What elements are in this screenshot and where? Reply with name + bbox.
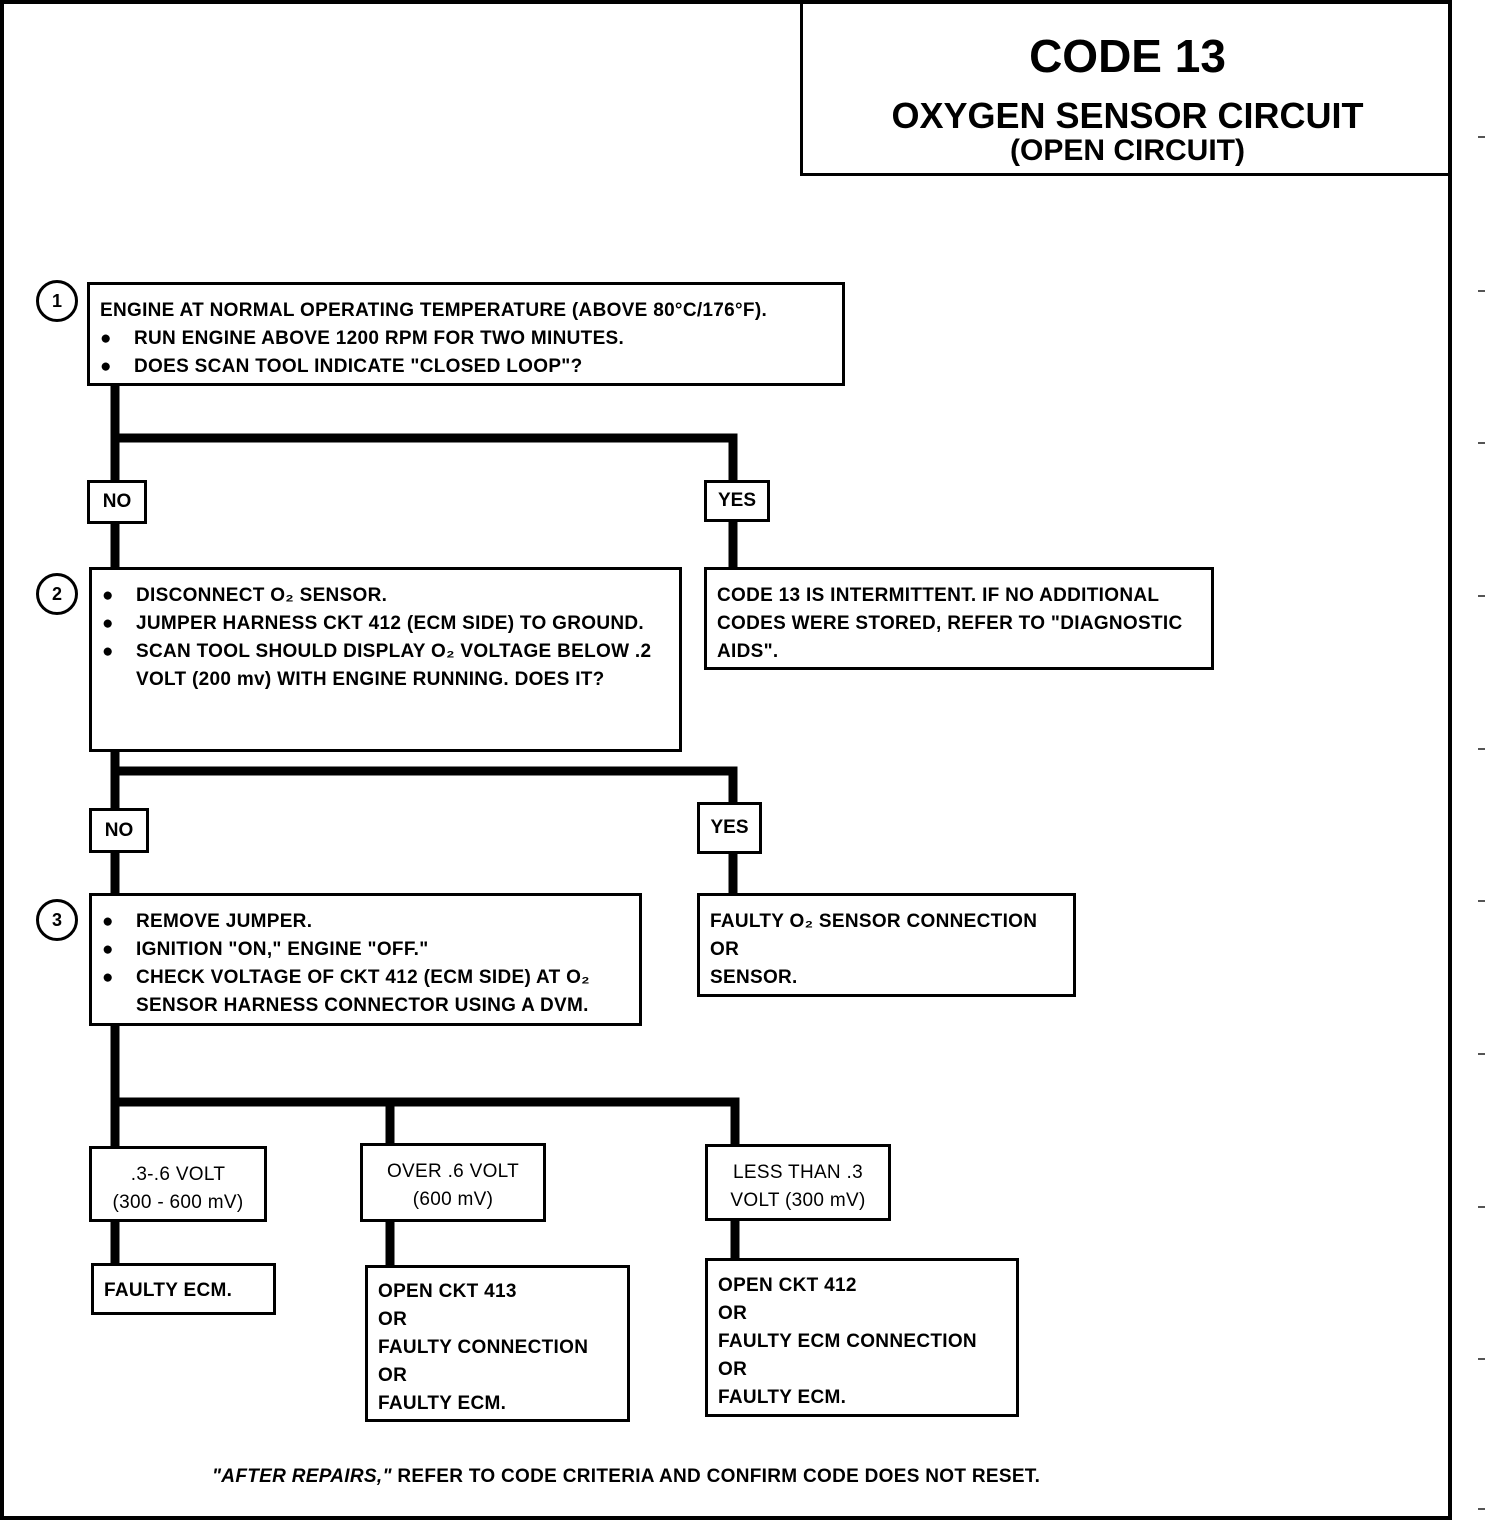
code-title: CODE 13 (1029, 30, 1226, 82)
step-3-line-text: REMOVE JUMPER. (136, 911, 313, 932)
step-number-2: 2 (36, 573, 78, 615)
edge-tick (1478, 442, 1485, 444)
voltage-range-label: .3-.6 VOLT (300 - 600 mV) (89, 1146, 267, 1222)
footer-emphasis: "AFTER REPAIRS," (212, 1466, 392, 1487)
edge-tick (1478, 748, 1485, 750)
step-2-line-text: DISCONNECT O₂ SENSOR. (136, 585, 388, 606)
step-1-box: ENGINE AT NORMAL OPERATING TEMPERATURE (… (87, 282, 845, 386)
step-3-line-text: IGNITION "ON," ENGINE "OFF." (136, 939, 429, 960)
step-number-1: 1 (36, 280, 78, 322)
edge-tick (1478, 595, 1485, 597)
step-1-line: ENGINE AT NORMAL OPERATING TEMPERATURE (… (100, 297, 832, 325)
bullet: ● (102, 613, 114, 634)
step-3-line: ● IGNITION "ON," ENGINE "OFF." (102, 936, 629, 964)
no-label-2: NO (89, 808, 149, 853)
edge-tick (1478, 290, 1485, 292)
footer-note: "AFTER REPAIRS," REFER TO CODE CRITERIA … (212, 1466, 1040, 1488)
voltage-over-label: OVER .6 VOLT (600 mV) (360, 1143, 546, 1222)
step-1-line: ● RUN ENGINE ABOVE 1200 RPM FOR TWO MINUT… (100, 325, 832, 353)
result-open-ckt-412: OPEN CKT 412 OR FAULTY ECM CONNECTION OR… (705, 1258, 1019, 1417)
step-3-line: ● REMOVE JUMPER. (102, 908, 629, 936)
step-1-line-text: ENGINE AT NORMAL OPERATING TEMPERATURE (… (100, 300, 768, 321)
edge-tick (1478, 900, 1485, 902)
step-1-line: ● DOES SCAN TOOL INDICATE "CLOSED LOOP"? (100, 353, 832, 381)
step-2-line: ● DISCONNECT O₂ SENSOR. (102, 582, 669, 610)
step-3-line: ● CHECK VOLTAGE OF CKT 412 (ECM SIDE) AT … (102, 964, 629, 1020)
bullet: ● (100, 328, 112, 349)
result-faulty-sensor: FAULTY O₂ SENSOR CONNECTION OR SENSOR. (697, 893, 1076, 997)
yes-label-1: YES (704, 480, 770, 522)
step-3-box: ● REMOVE JUMPER. ● IGNITION "ON," ENGINE "… (89, 893, 642, 1026)
step-2-line: ● JUMPER HARNESS CKT 412 (ECM SIDE) TO GR… (102, 610, 669, 638)
page-frame (0, 0, 1452, 1520)
edge-tick (1478, 1053, 1485, 1055)
step-1-line-text: DOES SCAN TOOL INDICATE "CLOSED LOOP"? (134, 356, 583, 377)
step-2-line: ● SCAN TOOL SHOULD DISPLAY O₂ VOLTAGE BEL… (102, 638, 669, 694)
circuit-subtitle: (OPEN CIRCUIT) (1010, 134, 1245, 167)
edge-tick (1478, 1206, 1485, 1208)
bullet: ● (102, 585, 114, 606)
edge-tick (1478, 1508, 1485, 1510)
title-block: CODE 13 OXYGEN SENSOR CIRCUIT (OPEN CIRC… (800, 4, 1452, 176)
bullet: ● (102, 939, 114, 960)
voltage-less-label: LESS THAN .3 VOLT (300 mV) (705, 1144, 891, 1221)
step-2-line-text: JUMPER HARNESS CKT 412 (ECM SIDE) TO GRO… (136, 613, 644, 634)
bullet: ● (100, 356, 112, 377)
circuit-title: OXYGEN SENSOR CIRCUIT (891, 95, 1364, 136)
step-1-line-text: RUN ENGINE ABOVE 1200 RPM FOR TWO MINUTE… (134, 328, 625, 349)
step-3-line-text: CHECK VOLTAGE OF CKT 412 (ECM SIDE) AT O… (136, 967, 590, 1016)
bullet: ● (102, 967, 114, 988)
edge-tick (1478, 136, 1485, 138)
yes-label-2: YES (697, 802, 762, 854)
edge-tick (1478, 1358, 1485, 1360)
result-intermittent: CODE 13 IS INTERMITTENT. IF NO ADDITIONA… (704, 567, 1214, 670)
bullet: ● (102, 911, 114, 932)
no-label-1: NO (87, 480, 147, 524)
footer-text: REFER TO CODE CRITERIA AND CONFIRM CODE … (391, 1466, 1041, 1487)
result-faulty-ecm: FAULTY ECM. (91, 1263, 276, 1315)
step-2-box: ● DISCONNECT O₂ SENSOR. ● JUMPER HARNESS C… (89, 567, 682, 752)
result-open-ckt-413: OPEN CKT 413 OR FAULTY CONNECTION OR FAU… (365, 1265, 630, 1422)
step-2-line-text: SCAN TOOL SHOULD DISPLAY O₂ VOLTAGE BELO… (136, 641, 652, 690)
bullet: ● (102, 641, 114, 662)
step-number-3: 3 (36, 899, 78, 941)
